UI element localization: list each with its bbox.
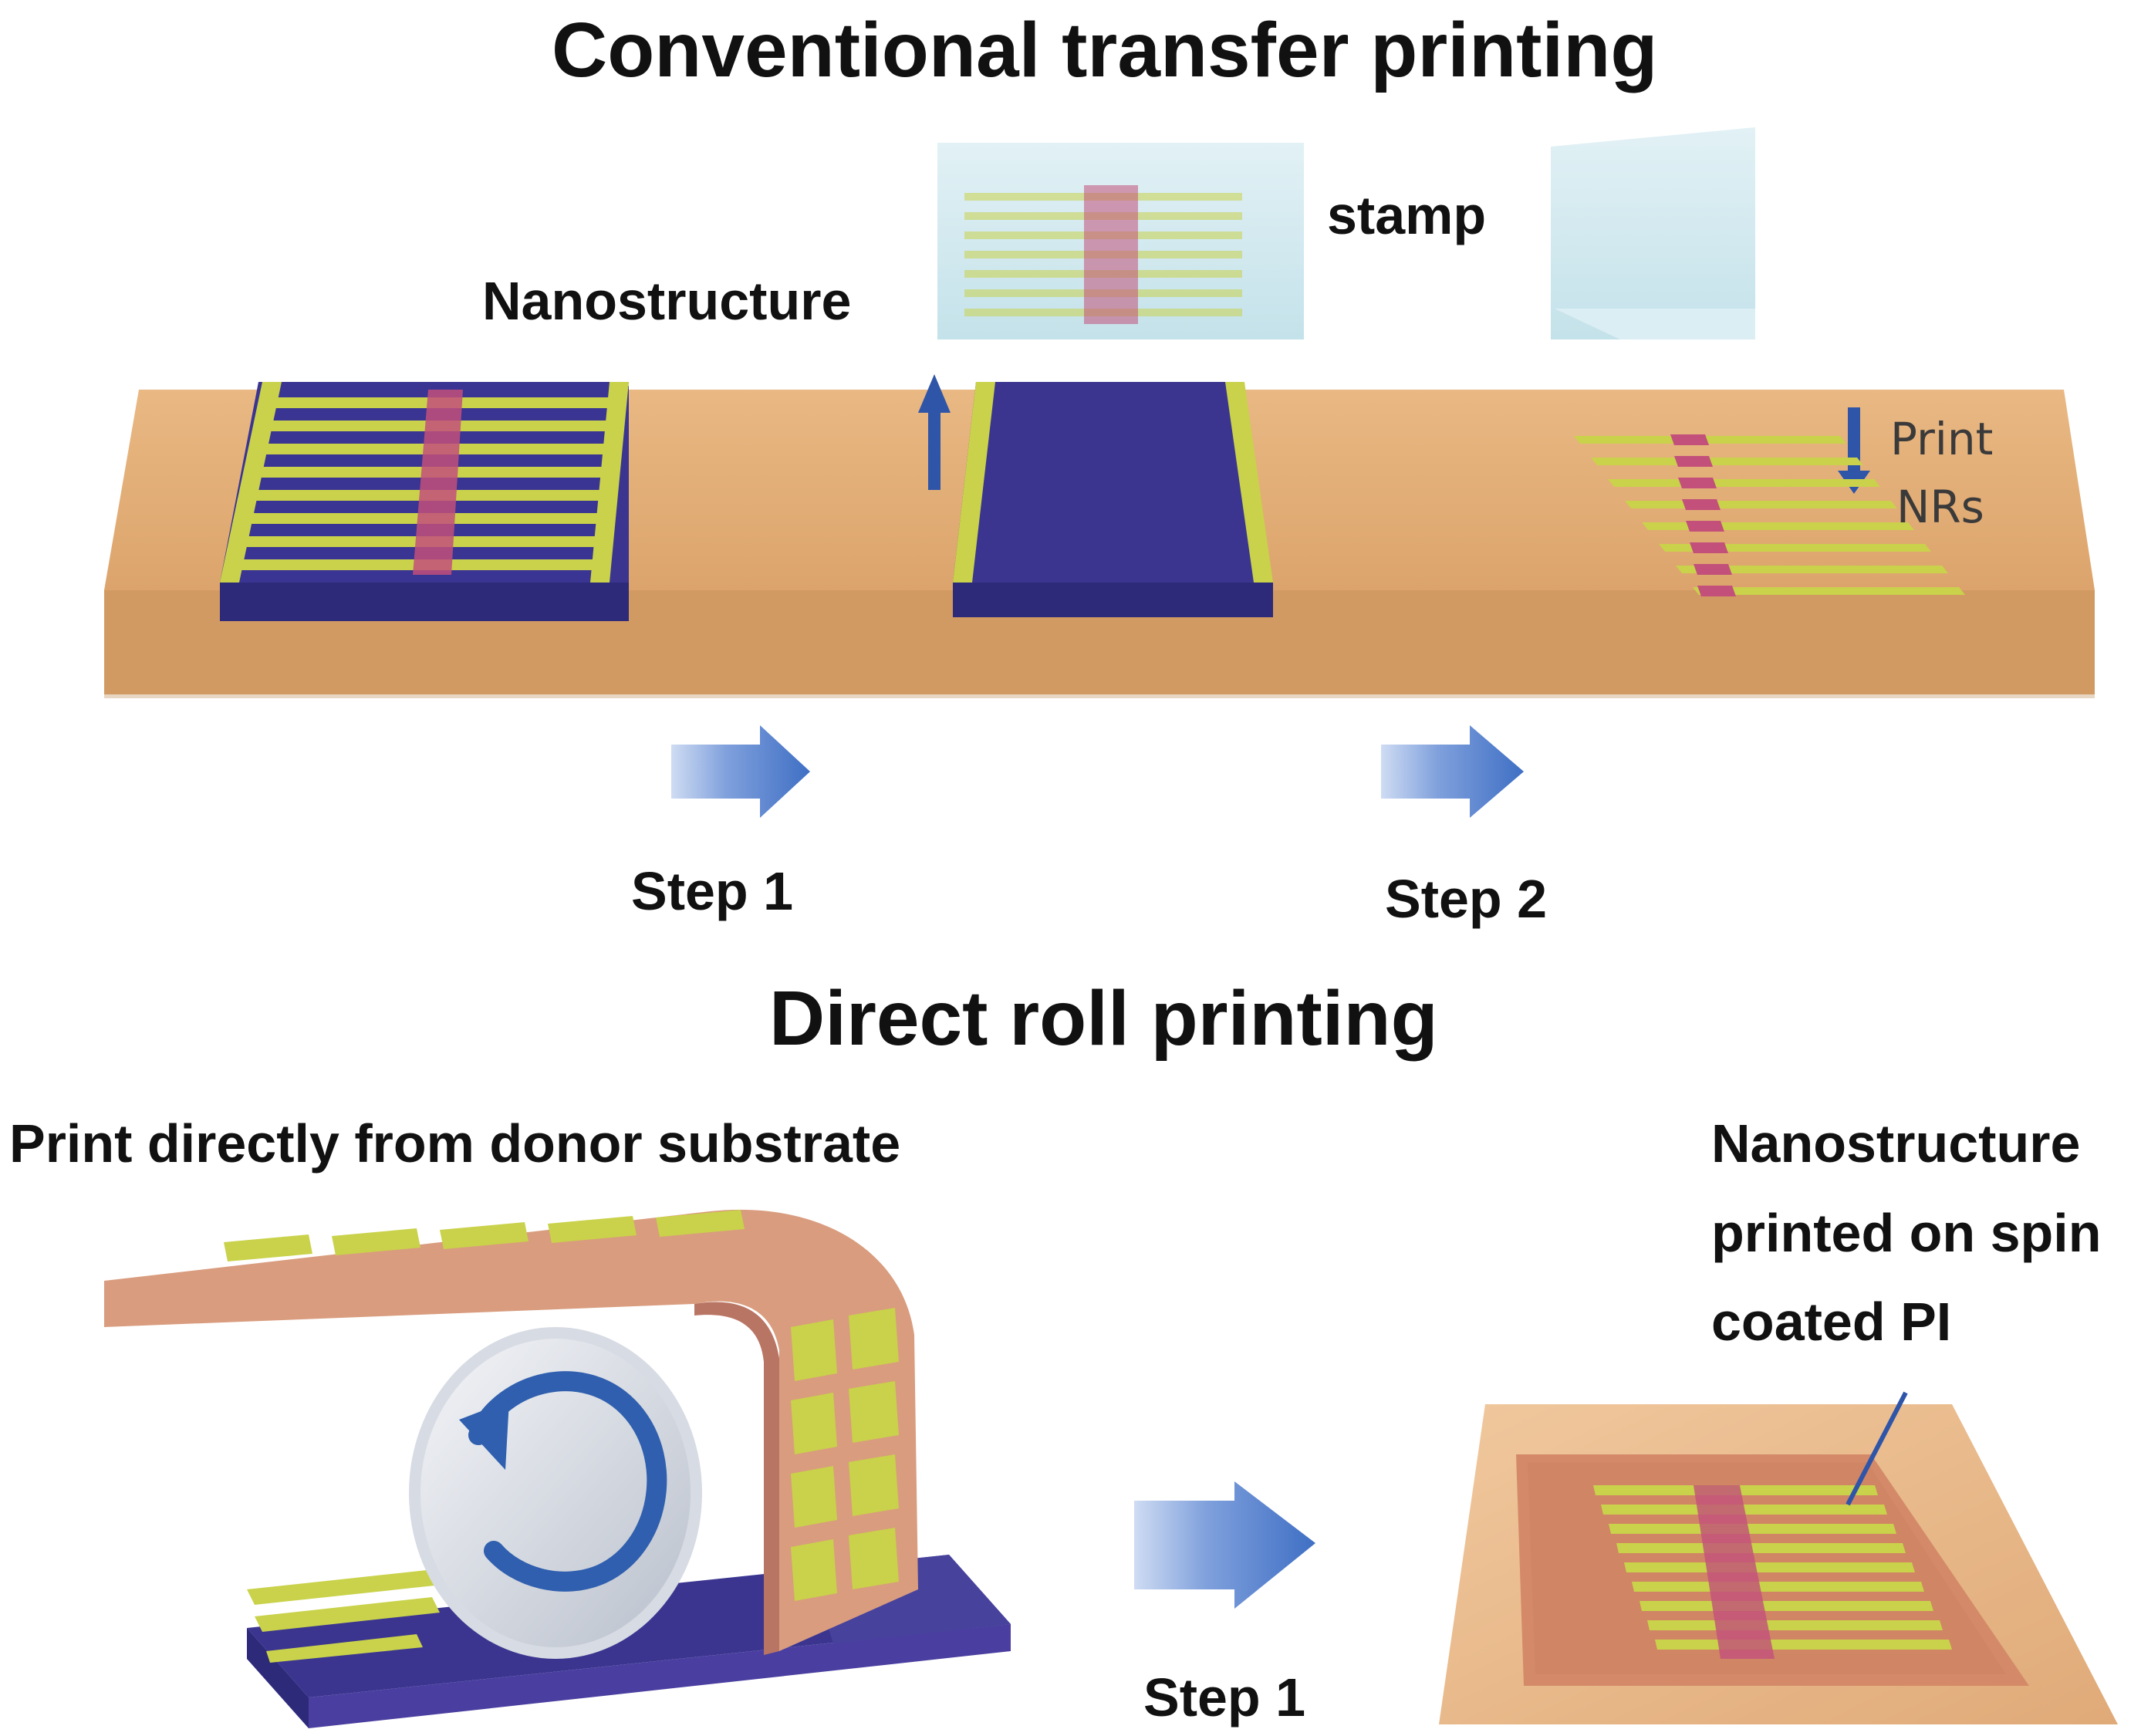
printed-nanoribbon: [1693, 587, 1965, 595]
receiver-nanoribbon: [1655, 1640, 1952, 1650]
printed-center-segment: [1694, 564, 1732, 575]
donor-block-with-nanoribbons: [220, 382, 629, 621]
printed-center-segment: [1690, 542, 1728, 553]
print-directly-label: Print directly from donor substrate: [9, 1113, 901, 1174]
printed-nanoribbon: [1591, 458, 1863, 465]
step1-label: Step 1: [631, 861, 794, 921]
printed-nanoribbons: [1574, 434, 1965, 596]
sheet-pad: [656, 1210, 745, 1237]
printed-center-segment: [1674, 456, 1713, 467]
sheet-pad: [440, 1222, 528, 1249]
step1-bottom-label: Step 1: [1143, 1667, 1306, 1728]
receiver-substrate: [1439, 1391, 2118, 1724]
receiver-nanoribbon: [1624, 1562, 1915, 1572]
sheet-pad: [791, 1466, 837, 1528]
sheet-pad: [548, 1216, 637, 1243]
stamp-label: stamp: [1319, 184, 1494, 247]
receiver-nanoribbon: [1616, 1543, 1906, 1553]
nano-printed-line1: Nanostructure: [1711, 1113, 2081, 1174]
printed-center-segment: [1678, 478, 1717, 488]
print-nrs-label-line2: NRs: [1896, 481, 1984, 533]
flexible-pi-sheet: [104, 1209, 918, 1655]
printed-center-segment: [1670, 434, 1709, 445]
printed-center-segment: [1686, 521, 1724, 532]
print-nrs-label-line1: Print: [1890, 413, 1994, 465]
sheet-pad: [849, 1454, 899, 1516]
nano-printed-line2: printed on spin: [1711, 1203, 2102, 1263]
stamp-descending: [1551, 127, 1755, 339]
pointer-line: [1846, 1391, 1908, 1506]
sheet-pad: [791, 1539, 837, 1601]
receiver-nanoribbon: [1647, 1620, 1943, 1630]
step2-arrow-icon: [1381, 725, 1524, 818]
printed-nanoribbon: [1676, 566, 1948, 573]
etched-donor-block: [953, 382, 1273, 617]
printed-nanoribbon: [1574, 436, 1846, 444]
sheet-pad: [849, 1528, 899, 1589]
up-arrow-icon: [918, 374, 951, 490]
printed-center-segment: [1697, 586, 1736, 596]
sheet-pad: [224, 1234, 312, 1261]
nanostructure-label: Nanostructure: [482, 271, 852, 331]
printed-center-segment: [1682, 499, 1721, 510]
receiver-nanoribbon: [1640, 1601, 1933, 1611]
receiver-nanoribbon: [1609, 1524, 1896, 1534]
printed-nanoribbon: [1642, 522, 1914, 530]
sheet-pad: [332, 1228, 420, 1255]
step1-arrow-icon: [671, 725, 810, 818]
sheet-pad: [791, 1393, 837, 1454]
sheet-pad: [791, 1319, 837, 1381]
printed-nanoribbon: [1608, 479, 1880, 487]
receiver-nanoribbon: [1632, 1582, 1924, 1592]
conventional-title: Conventional transfer printing: [552, 7, 1658, 93]
step1-bottom-arrow-icon: [1134, 1481, 1315, 1609]
stamp-with-nanostructure: [937, 143, 1304, 339]
nano-printed-line3: coated PI: [1711, 1292, 1952, 1352]
printed-nanoribbon: [1625, 501, 1897, 508]
sheet-pad: [849, 1381, 899, 1443]
direct-roll-title: Direct roll printing: [769, 975, 1438, 1062]
step2-label: Step 2: [1385, 869, 1548, 929]
rotation-arrow-icon: [459, 1371, 667, 1592]
sheet-pad: [849, 1308, 899, 1370]
